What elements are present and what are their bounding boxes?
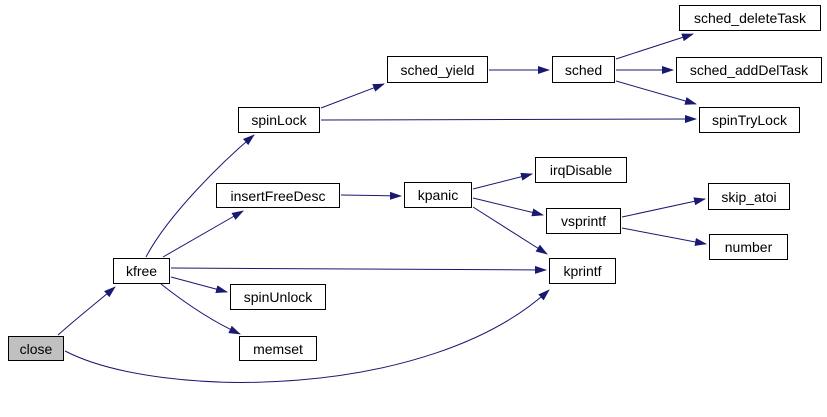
edge-close-to-kfree [57,286,116,336]
node-insertFreeDesc[interactable]: insertFreeDesc [216,183,340,208]
edge-close-to-kprintf [64,289,550,383]
edge-kfree-to-memset [160,283,241,335]
node-spinLock[interactable]: spinLock [238,107,320,133]
edge-kfree-to-insertFreeDesc [162,210,244,258]
node-sched[interactable]: sched [552,56,615,83]
node-skip_atoi[interactable]: skip_atoi [708,183,790,210]
node-spinTryLock[interactable]: spinTryLock [699,107,800,133]
edge-insertFreeDesc-to-kpanic [340,191,402,200]
node-close: close [8,336,64,361]
edge-vsprintf-to-number [621,227,707,246]
node-spinUnlock[interactable]: spinUnlock [230,284,326,310]
node-memset[interactable]: memset [239,336,317,361]
edge-kfree-to-kprintf [170,265,547,274]
edge-kfree-to-spinUnlock [170,276,228,294]
node-sched_yield[interactable]: sched_yield [387,56,488,83]
edge-spinLock-to-spinTryLock [320,115,697,124]
node-sched_deleteTask[interactable]: sched_deleteTask [679,5,821,31]
edge-kpanic-to-kprintf [472,206,548,255]
node-number[interactable]: number [709,234,788,260]
node-vsprintf[interactable]: vsprintf [546,208,621,234]
node-kprintf[interactable]: kprintf [549,258,616,284]
edge-kfree-to-spinLock [145,134,255,258]
edges-group [57,33,707,383]
edge-spinLock-to-sched_yield [320,83,385,109]
node-kpanic[interactable]: kpanic [404,182,472,208]
edge-kpanic-to-irqDisable [472,172,533,190]
edge-kpanic-to-vsprintf [472,197,544,217]
edge-sched-to-spinTryLock [615,80,697,105]
edge-sched-to-sched_deleteTask [615,33,694,60]
edge-vsprintf-to-skip_atoi [621,197,706,218]
node-kfree[interactable]: kfree [113,258,170,284]
node-irqDisable[interactable]: irqDisable [535,157,627,183]
node-sched_addDelTask[interactable]: sched_addDelTask [676,57,822,83]
